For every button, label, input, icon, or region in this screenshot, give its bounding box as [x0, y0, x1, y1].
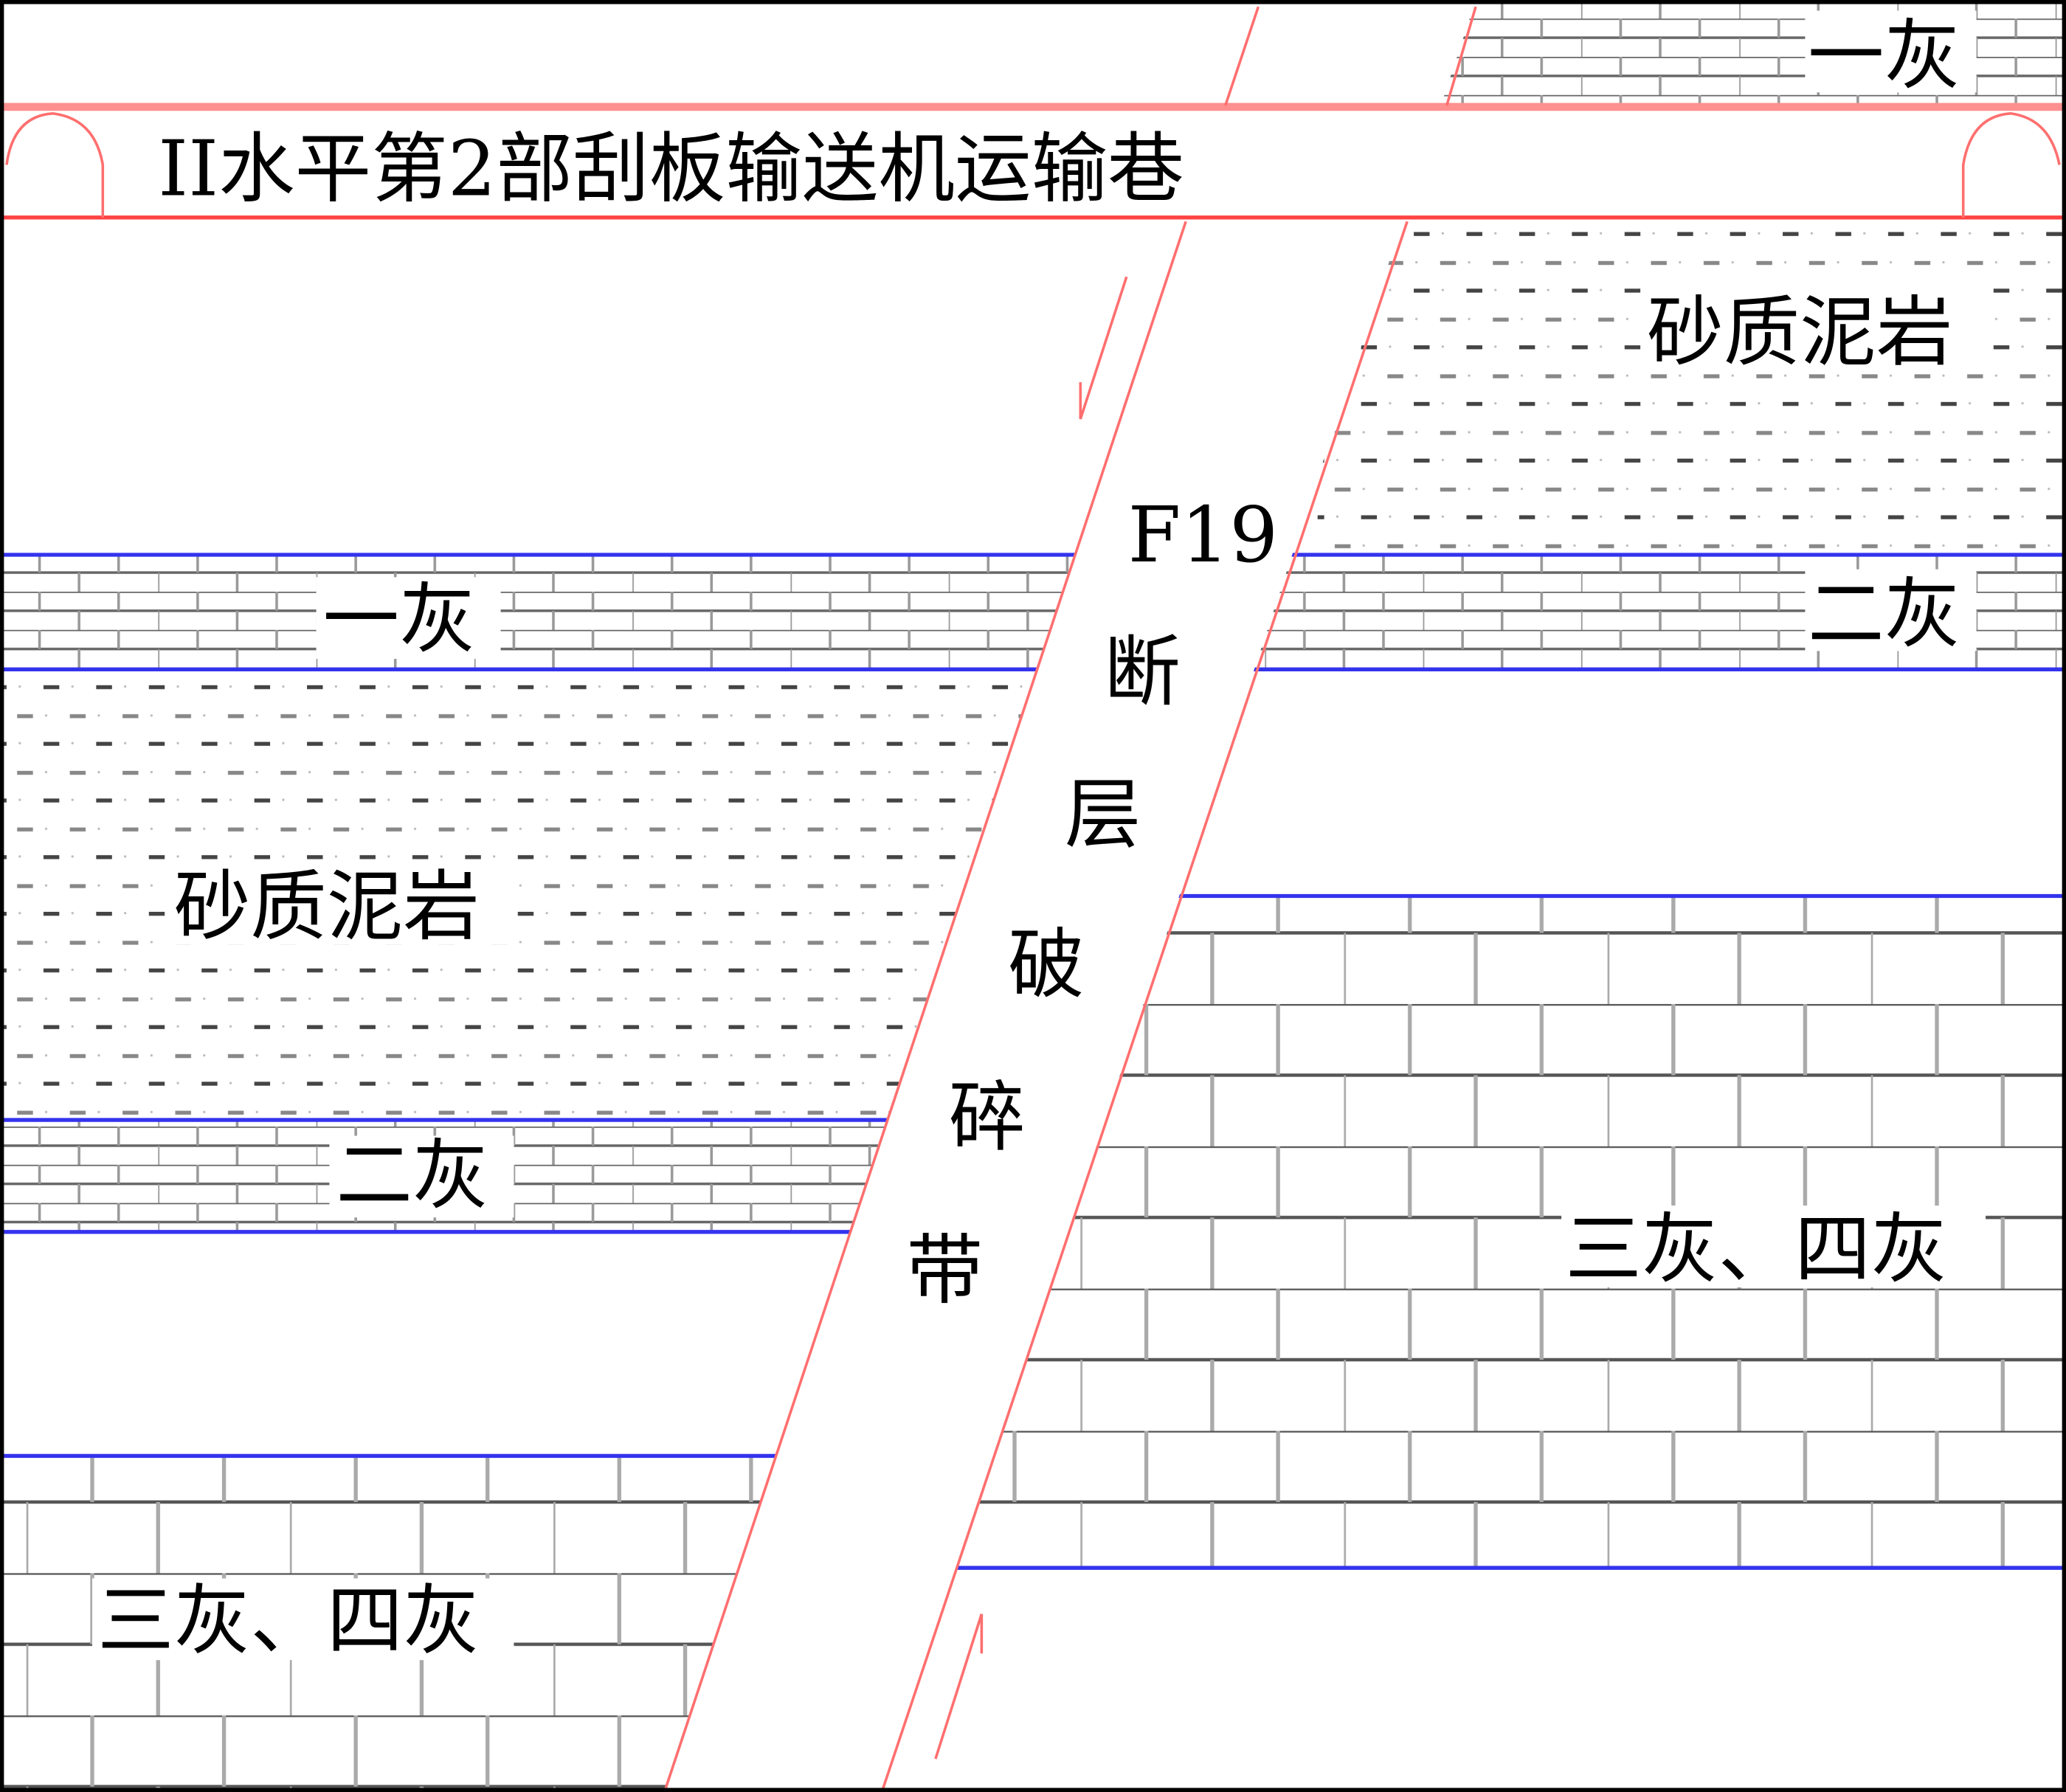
fault-zone-char: 层 — [1065, 771, 1141, 859]
fault-zone-char: 破 — [1008, 921, 1085, 1009]
right-layer-label-2: 砂质泥岩 — [1647, 288, 1952, 377]
right-layer-label-1: 一灰 — [1808, 12, 1960, 100]
fault-lines — [664, 6, 1477, 1790]
left-layer-label-2: 砂质泥岩 — [174, 863, 480, 952]
fault-zone-char: 带 — [907, 1226, 984, 1315]
slip-arrow-down-icon — [1079, 276, 1128, 420]
fault-zone-char: 碎 — [949, 1073, 1026, 1162]
fault-zone-char: 断 — [1104, 629, 1181, 717]
right-layer-label-4: 三灰、四灰 — [1565, 1205, 1947, 1294]
slip-arrow-up-icon — [934, 1613, 984, 1760]
left-layer-label-4: 三灰、四灰 — [97, 1577, 480, 1665]
left-layer-label-1: 一灰 — [323, 575, 476, 664]
left-layer-label-3: 二灰 — [336, 1132, 488, 1220]
right-sandy-mudstone — [1317, 221, 2066, 554]
tunnel — [0, 103, 2066, 220]
right-layer-label-3: 二灰 — [1808, 570, 1960, 659]
tunnel-title: II水平第2部刮板输送机运输巷 — [158, 125, 1184, 213]
fault-name: F19 — [1128, 491, 1279, 580]
